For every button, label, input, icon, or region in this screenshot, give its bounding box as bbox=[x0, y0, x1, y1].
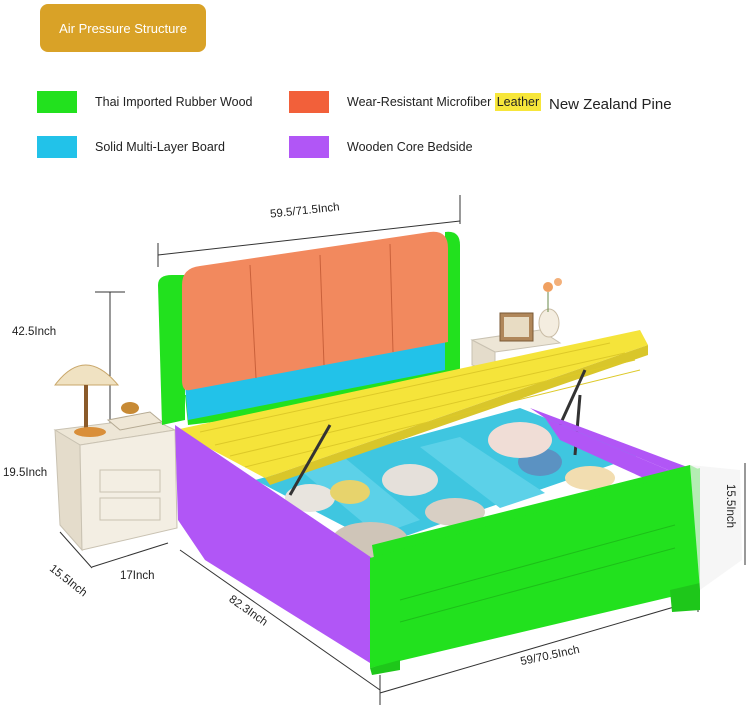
new-zealand-pine-label: New Zealand Pine bbox=[549, 96, 672, 113]
footboard-grooves bbox=[399, 524, 676, 623]
purple-swatch bbox=[289, 136, 329, 158]
headboard-tufting bbox=[249, 243, 394, 379]
total-height-label: 42.5Inch bbox=[12, 326, 57, 338]
bed-illustration bbox=[53, 195, 746, 705]
air-pressure-structure-badge: Air Pressure Structure bbox=[40, 4, 206, 52]
headboard bbox=[158, 231, 460, 425]
badge-label: Air Pressure Structure bbox=[59, 20, 187, 36]
legend-item-wooden-core-bedside: Wooden Core Bedside bbox=[289, 136, 473, 158]
legend-label: Wear-Resistant Microfiber Leather bbox=[347, 93, 542, 111]
legend-label: Solid Multi-Layer Board bbox=[95, 140, 225, 154]
footboard-height-label: 15.5Inch bbox=[724, 483, 737, 529]
left-nightstand bbox=[53, 364, 178, 552]
leather-highlight: Leather bbox=[494, 93, 542, 111]
legend-label-text: Wear-Resistant Microfiber bbox=[347, 95, 495, 109]
legend-item-microfiber-leather: Wear-Resistant Microfiber Leather bbox=[289, 91, 542, 113]
legend-item-multi-layer-board: Solid Multi-Layer Board bbox=[37, 136, 225, 158]
platform-slats bbox=[199, 342, 641, 468]
legend-item-rubber-wood: Thai Imported Rubber Wood bbox=[37, 91, 253, 113]
footboard bbox=[370, 465, 742, 675]
nightstand-height-label: 19.5Inch bbox=[3, 467, 48, 479]
green-swatch bbox=[37, 91, 77, 113]
orange-swatch bbox=[289, 91, 329, 113]
legend-label: Thai Imported Rubber Wood bbox=[95, 95, 253, 109]
legend-label: Wooden Core Bedside bbox=[347, 140, 473, 154]
nightstand-width-label: 17Inch bbox=[120, 570, 155, 582]
lift-platform bbox=[175, 330, 648, 496]
blue-swatch bbox=[37, 136, 77, 158]
